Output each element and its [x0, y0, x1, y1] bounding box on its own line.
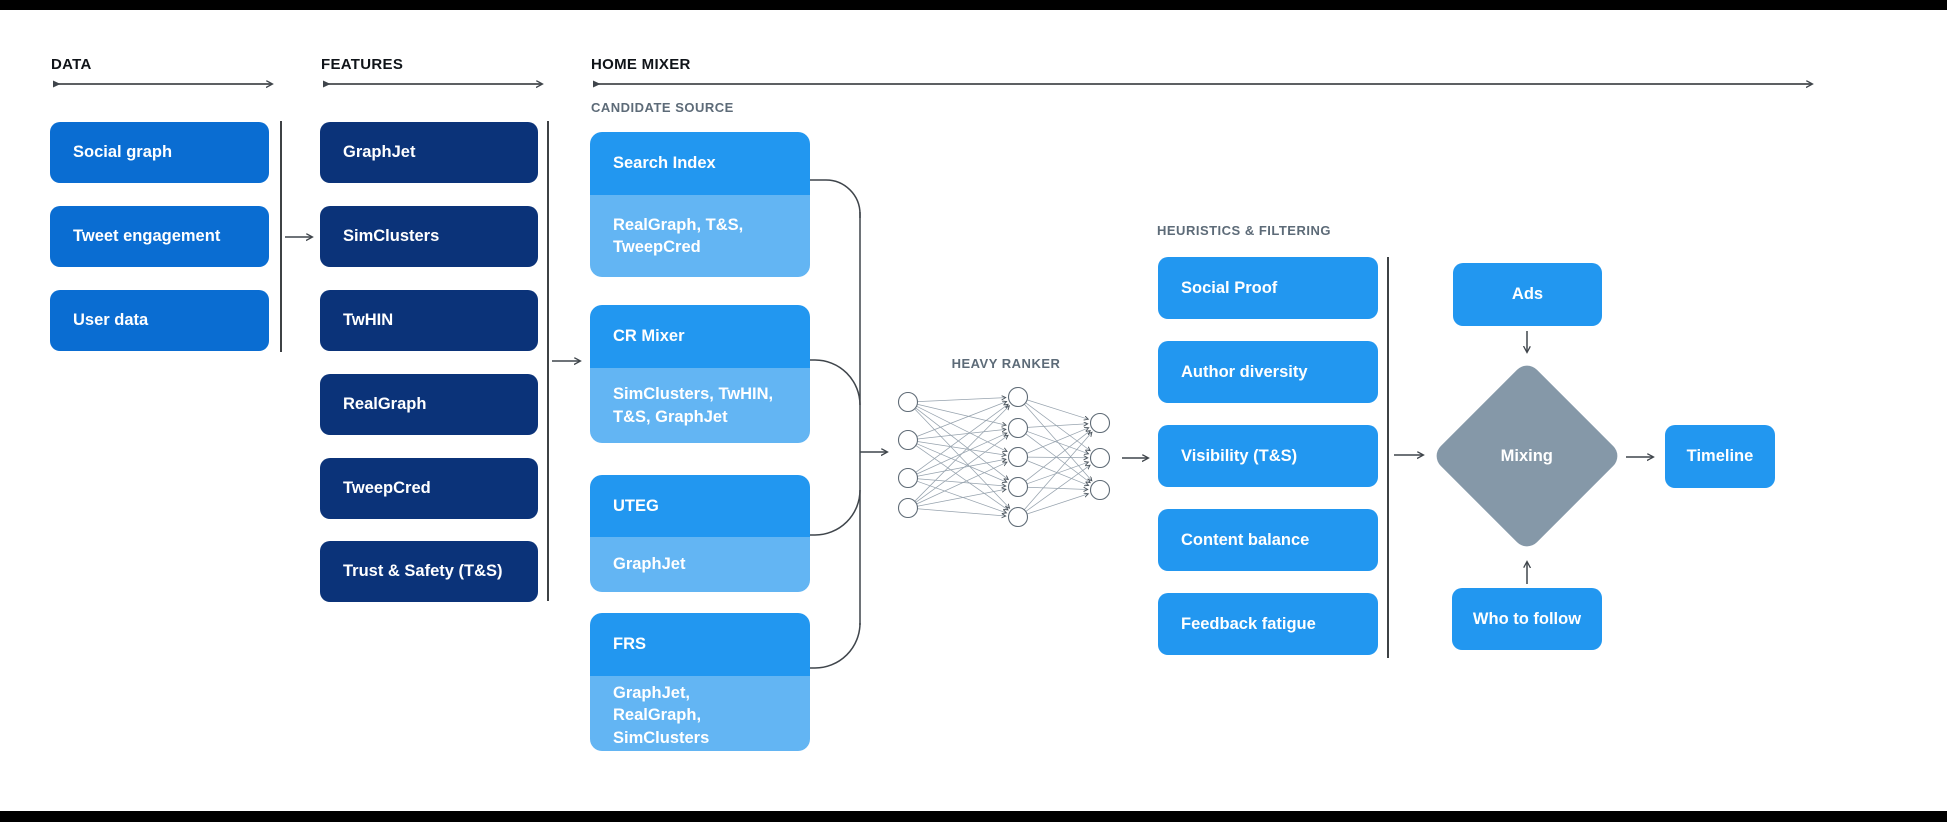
bottom-black-bar: [0, 811, 1947, 822]
heavy-ranker-network-edges: [914, 398, 1092, 516]
candidate-source-name: CR Mixer: [590, 305, 810, 368]
candidate-collector: [810, 179, 861, 669]
heuristic-box-feedback-fatigue: Feedback fatigue: [1158, 593, 1378, 655]
network-node: [1007, 476, 1029, 498]
feature-box-tweepcred: TweepCred: [320, 458, 538, 519]
candidate-source-frs: FRS GraphJet, RealGraph, SimClusters: [590, 613, 810, 751]
network-node: [1007, 446, 1029, 468]
candidate-source-features: GraphJet: [590, 537, 810, 592]
candidate-source-name: Search Index: [590, 132, 810, 195]
mixing-diamond: Mixing: [1430, 359, 1624, 553]
data-box-tweet-engagement: Tweet engagement: [50, 206, 269, 267]
heavy-ranker-label: HEAVY RANKER: [951, 356, 1061, 371]
network-node: [1007, 386, 1029, 408]
heuristic-box-visibility: Visibility (T&S): [1158, 425, 1378, 487]
heuristic-box-social-proof: Social Proof: [1158, 257, 1378, 319]
network-node: [1007, 506, 1029, 528]
feature-box-simclusters: SimClusters: [320, 206, 538, 267]
curve-uteg: [810, 489, 861, 536]
who-to-follow-box: Who to follow: [1452, 588, 1602, 650]
candidate-source-name: FRS: [590, 613, 810, 676]
curve-cr-mixer: [810, 359, 861, 406]
data-box-social-graph: Social graph: [50, 122, 269, 183]
network-node: [897, 391, 919, 413]
top-black-bar: [0, 0, 1947, 10]
network-node: [1089, 447, 1111, 469]
candidate-source-features: RealGraph, T&S, TweepCred: [590, 195, 810, 277]
feature-box-graphjet: GraphJet: [320, 122, 538, 183]
candidate-source-label: CANDIDATE SOURCE: [591, 100, 734, 115]
candidate-source-cr-mixer: CR Mixer SimClusters, TwHIN, T&S, GraphJ…: [590, 305, 810, 443]
ads-box: Ads: [1453, 263, 1602, 326]
network-node: [897, 497, 919, 519]
timeline-box: Timeline: [1665, 425, 1775, 488]
candidate-source-uteg: UTEG GraphJet: [590, 475, 810, 592]
candidate-source-features: GraphJet, RealGraph, SimClusters: [590, 676, 810, 751]
section-header-features: FEATURES: [321, 56, 404, 73]
network-node: [1089, 412, 1111, 434]
section-header-home-mixer: HOME MIXER: [591, 56, 691, 73]
heavy-ranker-network-nodes: [897, 386, 1111, 528]
curve-frs: [810, 622, 861, 669]
data-box-user-data: User data: [50, 290, 269, 351]
network-node: [1007, 417, 1029, 439]
network-node: [897, 467, 919, 489]
candidate-source-search-index: Search Index RealGraph, T&S, TweepCred: [590, 132, 810, 277]
feature-box-trust-safety: Trust & Safety (T&S): [320, 541, 538, 602]
mixing-diamond-label: Mixing: [1500, 446, 1554, 465]
section-header-data: DATA: [51, 56, 92, 73]
feature-box-realgraph: RealGraph: [320, 374, 538, 435]
candidate-source-features: SimClusters, TwHIN, T&S, GraphJet: [590, 368, 810, 443]
feature-box-twhin: TwHIN: [320, 290, 538, 351]
network-node: [1089, 479, 1111, 501]
curve-search-index: [810, 179, 861, 218]
heuristics-filtering-label: HEURISTICS & FILTERING: [1157, 223, 1331, 238]
heuristic-box-content-balance: Content balance: [1158, 509, 1378, 571]
network-node: [897, 429, 919, 451]
heuristic-box-author-diversity: Author diversity: [1158, 341, 1378, 403]
candidate-source-name: UTEG: [590, 475, 810, 537]
